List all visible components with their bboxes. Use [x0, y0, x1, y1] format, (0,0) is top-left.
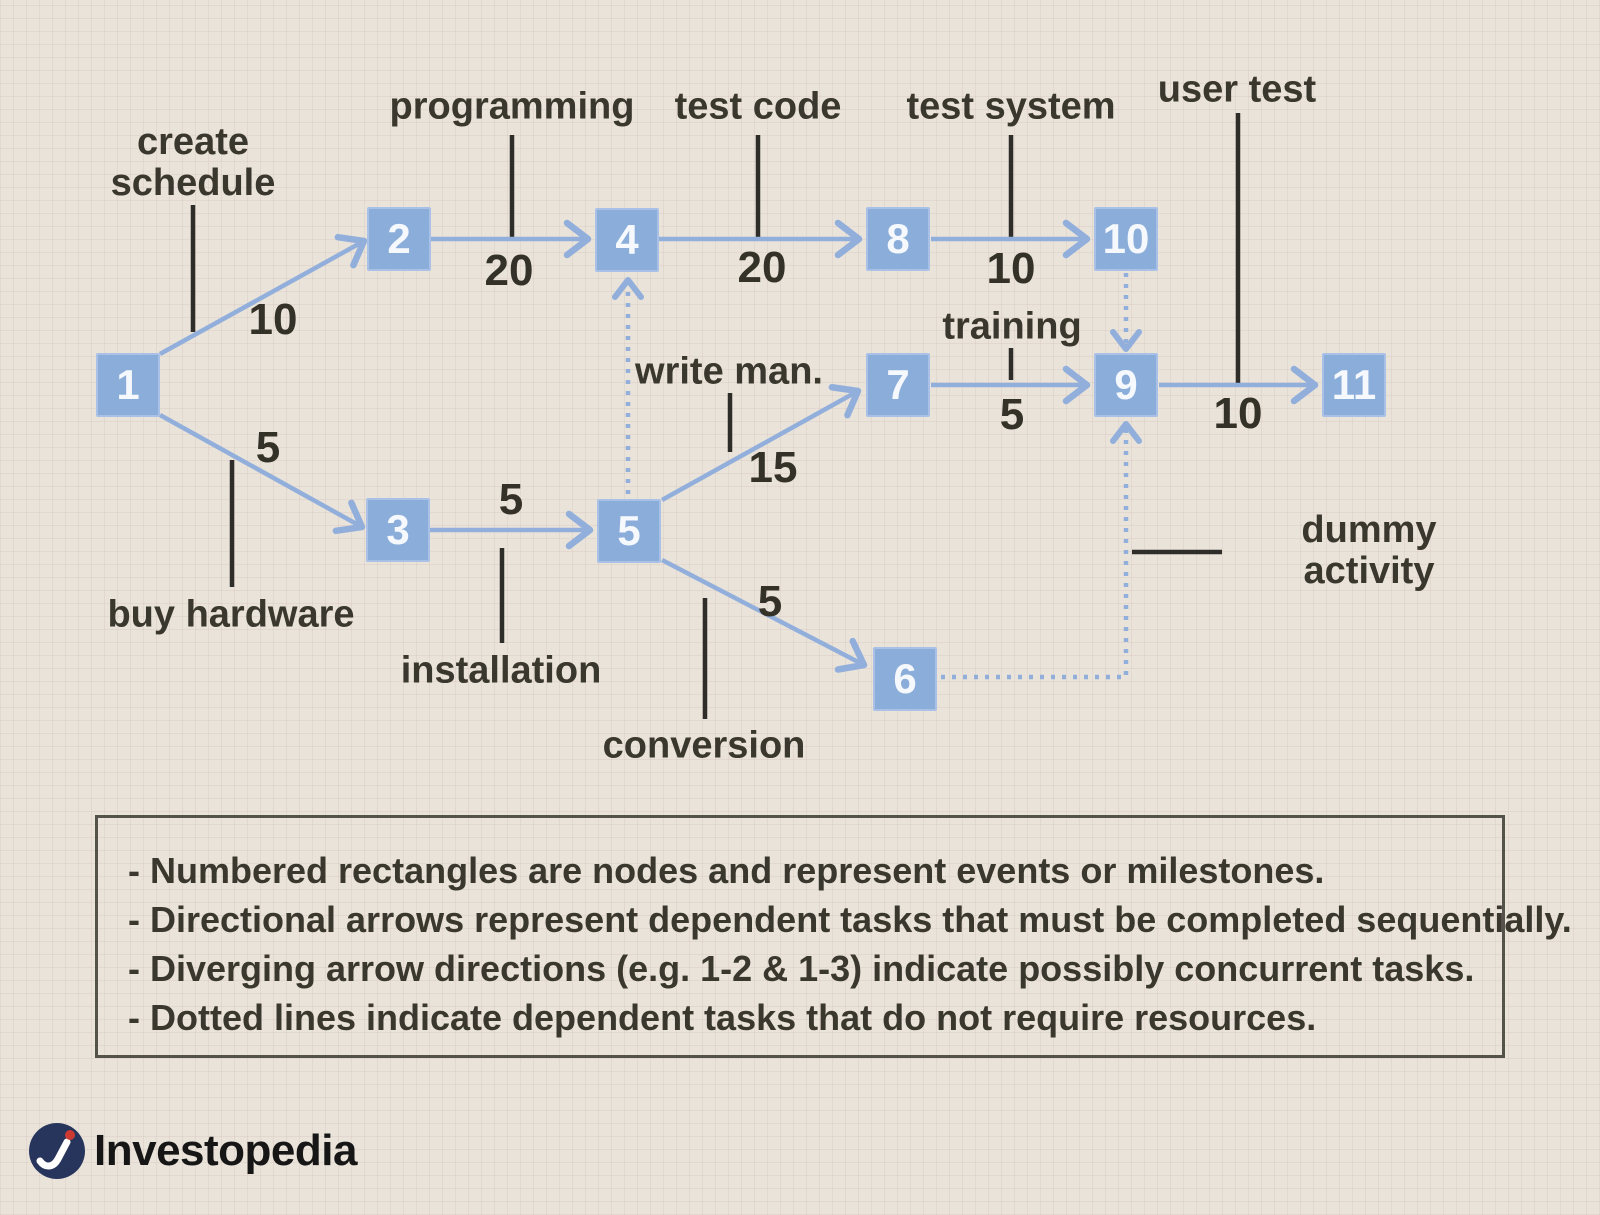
node-11: 11 — [1322, 353, 1386, 417]
node-5: 5 — [597, 499, 661, 563]
duration-label: 10 — [1213, 389, 1263, 438]
node-9: 9 — [1094, 353, 1158, 417]
node-6: 6 — [873, 647, 937, 711]
legend-line: - Dotted lines indicate dependent tasks … — [128, 997, 1317, 1038]
activity-label-user-test: user test — [1157, 68, 1317, 111]
duration-label: 15 — [748, 443, 798, 492]
investopedia-logo: Investopedia — [28, 1122, 357, 1180]
activity-label-test-code: test code — [674, 85, 842, 128]
duration-label: 5 — [255, 423, 281, 472]
investopedia-logo-icon — [29, 1123, 85, 1179]
duration-label: 10 — [986, 244, 1036, 293]
activity-label-programming: programming — [389, 85, 635, 128]
activity-label-create-schedule: create schedule — [110, 121, 276, 204]
legend-line: - Diverging arrow directions (e.g. 1-2 &… — [128, 948, 1475, 989]
node-1: 1 — [96, 353, 160, 417]
activity-label-dummy-activity: dummy activity — [1301, 509, 1437, 592]
edge-5-7 — [660, 383, 862, 502]
duration-label: 20 — [737, 243, 787, 292]
edge-1-3 — [158, 413, 366, 535]
investopedia-wordmark: Investopedia — [94, 1126, 357, 1175]
node-8: 8 — [866, 207, 930, 271]
activity-label-installation: installation — [400, 649, 602, 692]
duration-label: 20 — [484, 246, 534, 295]
duration-label: 5 — [498, 475, 524, 524]
activity-label-training: training — [942, 305, 1082, 348]
activity-label-write-man-: write man. — [635, 350, 823, 393]
node-10: 10 — [1094, 207, 1158, 271]
duration-label: 5 — [999, 390, 1025, 439]
node-3: 3 — [366, 498, 430, 562]
activity-label-test-system: test system — [906, 85, 1116, 128]
edge-6-9-dummy — [941, 421, 1142, 680]
legend-line: - Directional arrows represent dependent… — [128, 899, 1572, 940]
edge-5-6 — [660, 558, 868, 673]
node-7: 7 — [866, 353, 930, 417]
node-4: 4 — [595, 208, 659, 272]
activity-label-conversion: conversion — [602, 724, 806, 767]
duration-label: 5 — [757, 577, 783, 626]
legend-box: - Numbered rectangles are nodes and repr… — [95, 815, 1572, 1058]
duration-label: 10 — [248, 295, 298, 344]
legend-line: - Numbered rectangles are nodes and repr… — [128, 850, 1325, 891]
activity-label-buy-hardware: buy hardware — [107, 593, 355, 636]
edge-1-2 — [158, 233, 368, 356]
node-2: 2 — [367, 207, 431, 271]
